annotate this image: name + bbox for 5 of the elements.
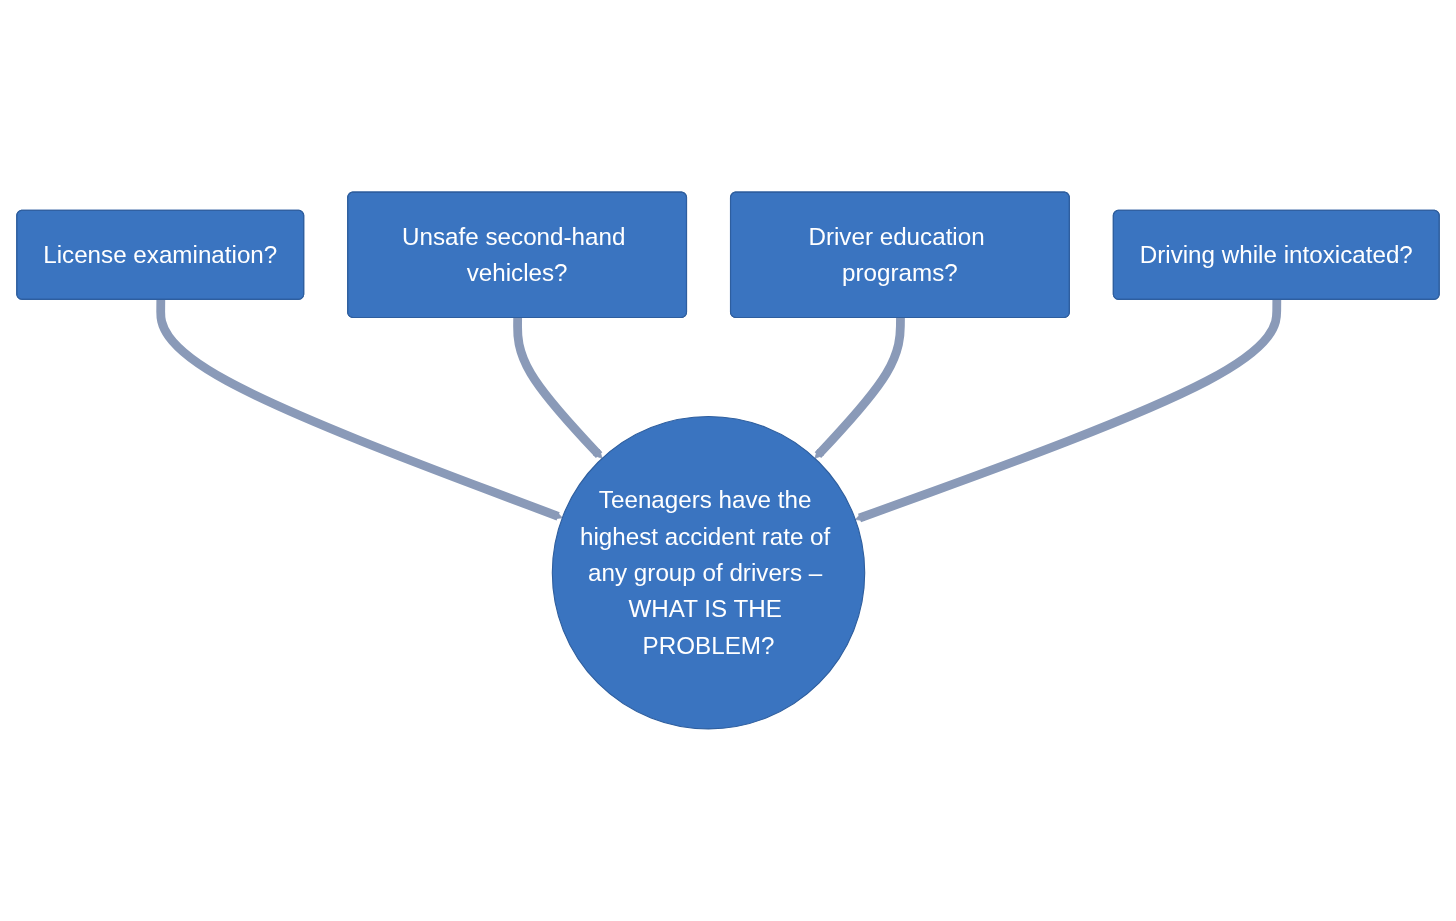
arrow <box>513 318 603 459</box>
arrow <box>854 299 1282 523</box>
node-circle: Teenagers have the highest accident rate of any group of drivers – WHAT IS THE PROBLEM? <box>551 415 866 730</box>
arrow <box>814 318 905 459</box>
arrow <box>156 299 563 521</box>
